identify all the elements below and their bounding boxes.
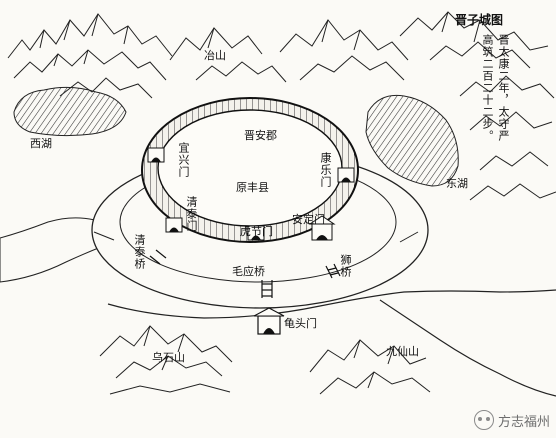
label-yuanfengxian: 原丰县 <box>236 181 269 194</box>
label-wushishan: 乌石山 <box>152 351 185 364</box>
mountains-northwest <box>7 13 173 99</box>
south-river <box>107 289 556 319</box>
mountain-wushi <box>99 325 233 395</box>
note-sub: 高筑二百二十二步。 <box>481 34 494 142</box>
wechat-icon <box>473 410 494 430</box>
gate-anding <box>308 215 336 241</box>
label-guitoumen: 龟头门 <box>284 317 317 330</box>
gate-yixian <box>147 147 165 163</box>
south-river-bank <box>379 299 556 397</box>
gate-guitou <box>253 307 285 335</box>
bridge-qingtai <box>149 249 167 265</box>
label-qingtaimen: 清泰门 <box>185 196 198 232</box>
label-yixianmen: 宜兴门 <box>177 142 190 178</box>
eastern-range <box>365 94 459 187</box>
label-jiuxianshan: 九仙山 <box>386 345 419 358</box>
label-anxinmen: 安定门 <box>292 213 325 226</box>
watermark: 方志福州 <box>473 410 550 430</box>
label-donghu: 东湖 <box>446 177 468 190</box>
western-range <box>13 86 127 137</box>
label-hujiemen: 虎节门 <box>240 225 273 238</box>
label-kangtaimen: 康乐门 <box>319 152 332 188</box>
mountain-jiuxian <box>309 339 431 395</box>
gate-qingtai <box>165 217 183 233</box>
mountains-north <box>169 11 549 83</box>
watermark-text: 方志福州 <box>497 414 550 430</box>
label-jinanjun: 晋安郡 <box>244 129 277 142</box>
note-main: 晋太康二年，太守严 <box>497 34 510 142</box>
label-tangtaiqiao: 清泰桥 <box>133 234 146 270</box>
label-yeshan: 冶山 <box>204 49 226 62</box>
gate-hujie <box>247 225 265 241</box>
label-liqiao: 狮桥 <box>339 254 352 278</box>
gate-kangle <box>337 167 355 183</box>
bridge-maoying <box>261 280 273 298</box>
label-xihu: 西湖 <box>30 137 52 150</box>
map-title: 晋子城图 <box>455 13 504 27</box>
bridge-shi <box>325 263 341 279</box>
mountains-east <box>459 75 556 201</box>
label-maoyingqiao: 毛应桥 <box>232 265 265 278</box>
